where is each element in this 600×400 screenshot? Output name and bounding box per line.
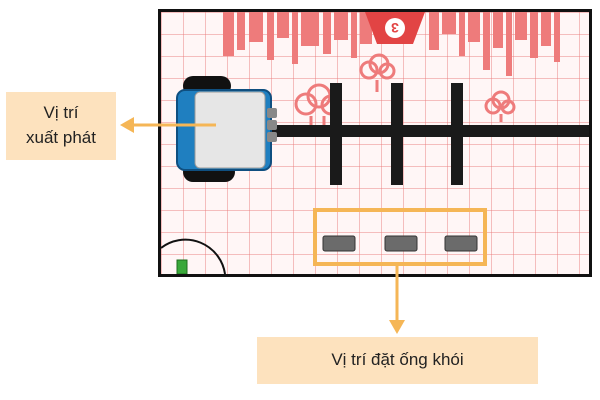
level-badge: 3 [365, 12, 425, 44]
chimney-slot [444, 235, 478, 252]
city-skyline-icon [223, 12, 560, 76]
level-badge-number: 3 [391, 20, 399, 36]
corner-arc [161, 238, 226, 274]
green-marker [176, 259, 188, 274]
tree-icon [484, 90, 516, 122]
start-position-label: Vị trí xuất phát [6, 92, 116, 160]
chimney-slot [322, 235, 356, 252]
chimney-position-label: Vị trí đặt ống khói [257, 337, 538, 384]
game-board: 3 [158, 9, 592, 277]
robot-top-view-icon [176, 76, 277, 182]
tree-icon [359, 53, 396, 92]
chimney-area [313, 208, 487, 266]
track [261, 83, 589, 185]
chimney-slot [384, 235, 418, 252]
board-artwork: 3 [161, 12, 589, 274]
